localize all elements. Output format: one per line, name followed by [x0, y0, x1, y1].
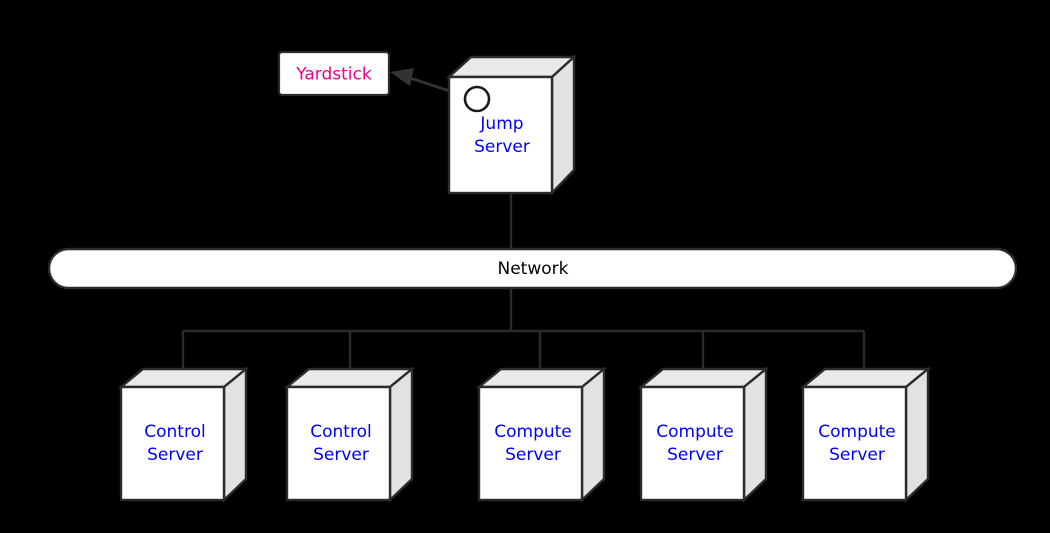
server-1-label-line1: Control	[144, 422, 205, 442]
server-3-label-line1: Compute	[494, 422, 572, 442]
jump-server-side-face	[550, 54, 576, 196]
jump-server-interface-icon[interactable]	[463, 85, 491, 113]
server-node-2[interactable]: Control Server	[283, 366, 416, 503]
server-5-front-face	[801, 385, 908, 502]
server-4-label-line1: Compute	[656, 422, 734, 442]
yardstick-label: Yardstick	[295, 65, 372, 85]
server-1-side-face	[222, 366, 248, 503]
server-5-label-line1: Compute	[818, 422, 896, 442]
jump-server-node[interactable]: Jump Server	[445, 54, 578, 196]
network-rect	[47, 247, 1018, 290]
network-label: Network	[498, 259, 569, 279]
server-2-front-face	[285, 385, 392, 502]
jump-server-front-face	[447, 75, 554, 195]
network-bar[interactable]: Network	[47, 247, 1018, 290]
server-node-5[interactable]: Compute Server	[799, 366, 932, 503]
server-4-label-line2: Server	[667, 445, 723, 465]
server-4-front-face	[639, 385, 746, 502]
server-2-label-line2: Server	[313, 445, 369, 465]
server-2-label-line1: Control	[310, 422, 371, 442]
server-3-front-face	[477, 385, 584, 502]
server-1-front-face	[119, 385, 226, 502]
server-5-side-face	[904, 366, 930, 503]
server-5-label-line2: Server	[829, 445, 885, 465]
dependency-arrow-head	[390, 68, 414, 86]
server-node-3[interactable]: Compute Server	[475, 366, 608, 503]
server-node-1[interactable]: Control Server	[117, 366, 250, 503]
server-4-side-face	[742, 366, 768, 503]
yardstick-box[interactable]: Yardstick	[277, 50, 391, 97]
server-node-4[interactable]: Compute Server	[637, 366, 770, 503]
server-1-label-line2: Server	[147, 445, 203, 465]
server-2-side-face	[388, 366, 414, 503]
jump-server-label-line2: Server	[474, 137, 530, 157]
server-3-side-face	[580, 366, 606, 503]
jump-server-label-line1: Jump	[479, 114, 523, 134]
server-3-label-line2: Server	[505, 445, 561, 465]
yardstick-rect	[277, 50, 391, 97]
